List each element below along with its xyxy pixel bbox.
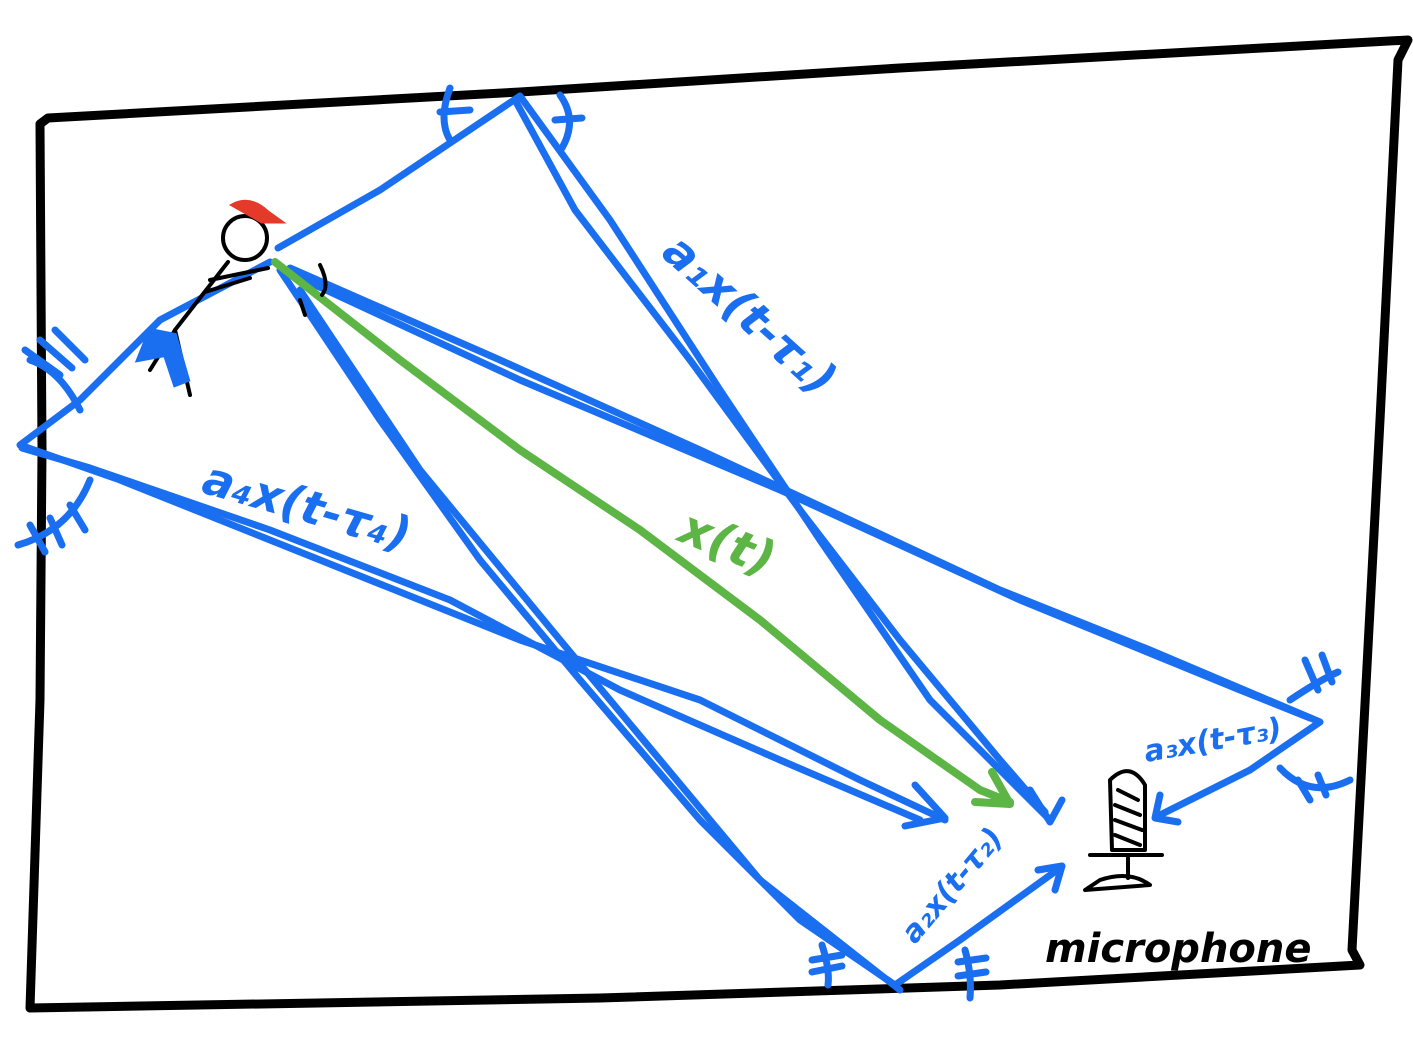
incidence-mark-4b: [14, 476, 94, 556]
label-direct: x(t): [670, 498, 783, 587]
incidence-mark-3b: [1276, 764, 1354, 804]
incidence-mark-2b: [954, 946, 990, 1002]
incidence-mark-1b: [551, 91, 586, 152]
reflection-path-4: [16, 258, 949, 824]
reflection-path-4-outline: [18, 444, 924, 824]
direct-path-arrowhead: [971, 768, 1014, 808]
label-microphone: microphone: [1045, 926, 1312, 972]
incidence-mark-1a: [436, 84, 474, 144]
label-path1: a₁x(t-τ₁): [653, 223, 848, 406]
reflection-path-2-outline: [296, 286, 904, 994]
incidence-mark-2a: [808, 941, 846, 989]
reflection-path-1-arrowhead: [1026, 786, 1066, 826]
reflection-path-1-outline: [511, 96, 1049, 816]
incidence-mark-3a: [1286, 651, 1342, 704]
incidence-mark-4a: [21, 326, 89, 414]
label-path2: a₂x(t-τ₂): [894, 821, 1010, 950]
reflection-path-2: [276, 266, 1064, 989]
reflection-path-3-outline: [296, 274, 1314, 722]
microphone-icon: [1083, 769, 1164, 892]
reflection-path-4-arrowhead: [901, 781, 949, 830]
stick-figure-icon: [134, 199, 328, 397]
reflection-path-1: [274, 92, 1054, 824]
reflection-path-3-arrowhead: [1151, 791, 1182, 826]
direct-path: [271, 258, 1014, 806]
reflection-path-2-arrowhead: [1034, 862, 1066, 894]
